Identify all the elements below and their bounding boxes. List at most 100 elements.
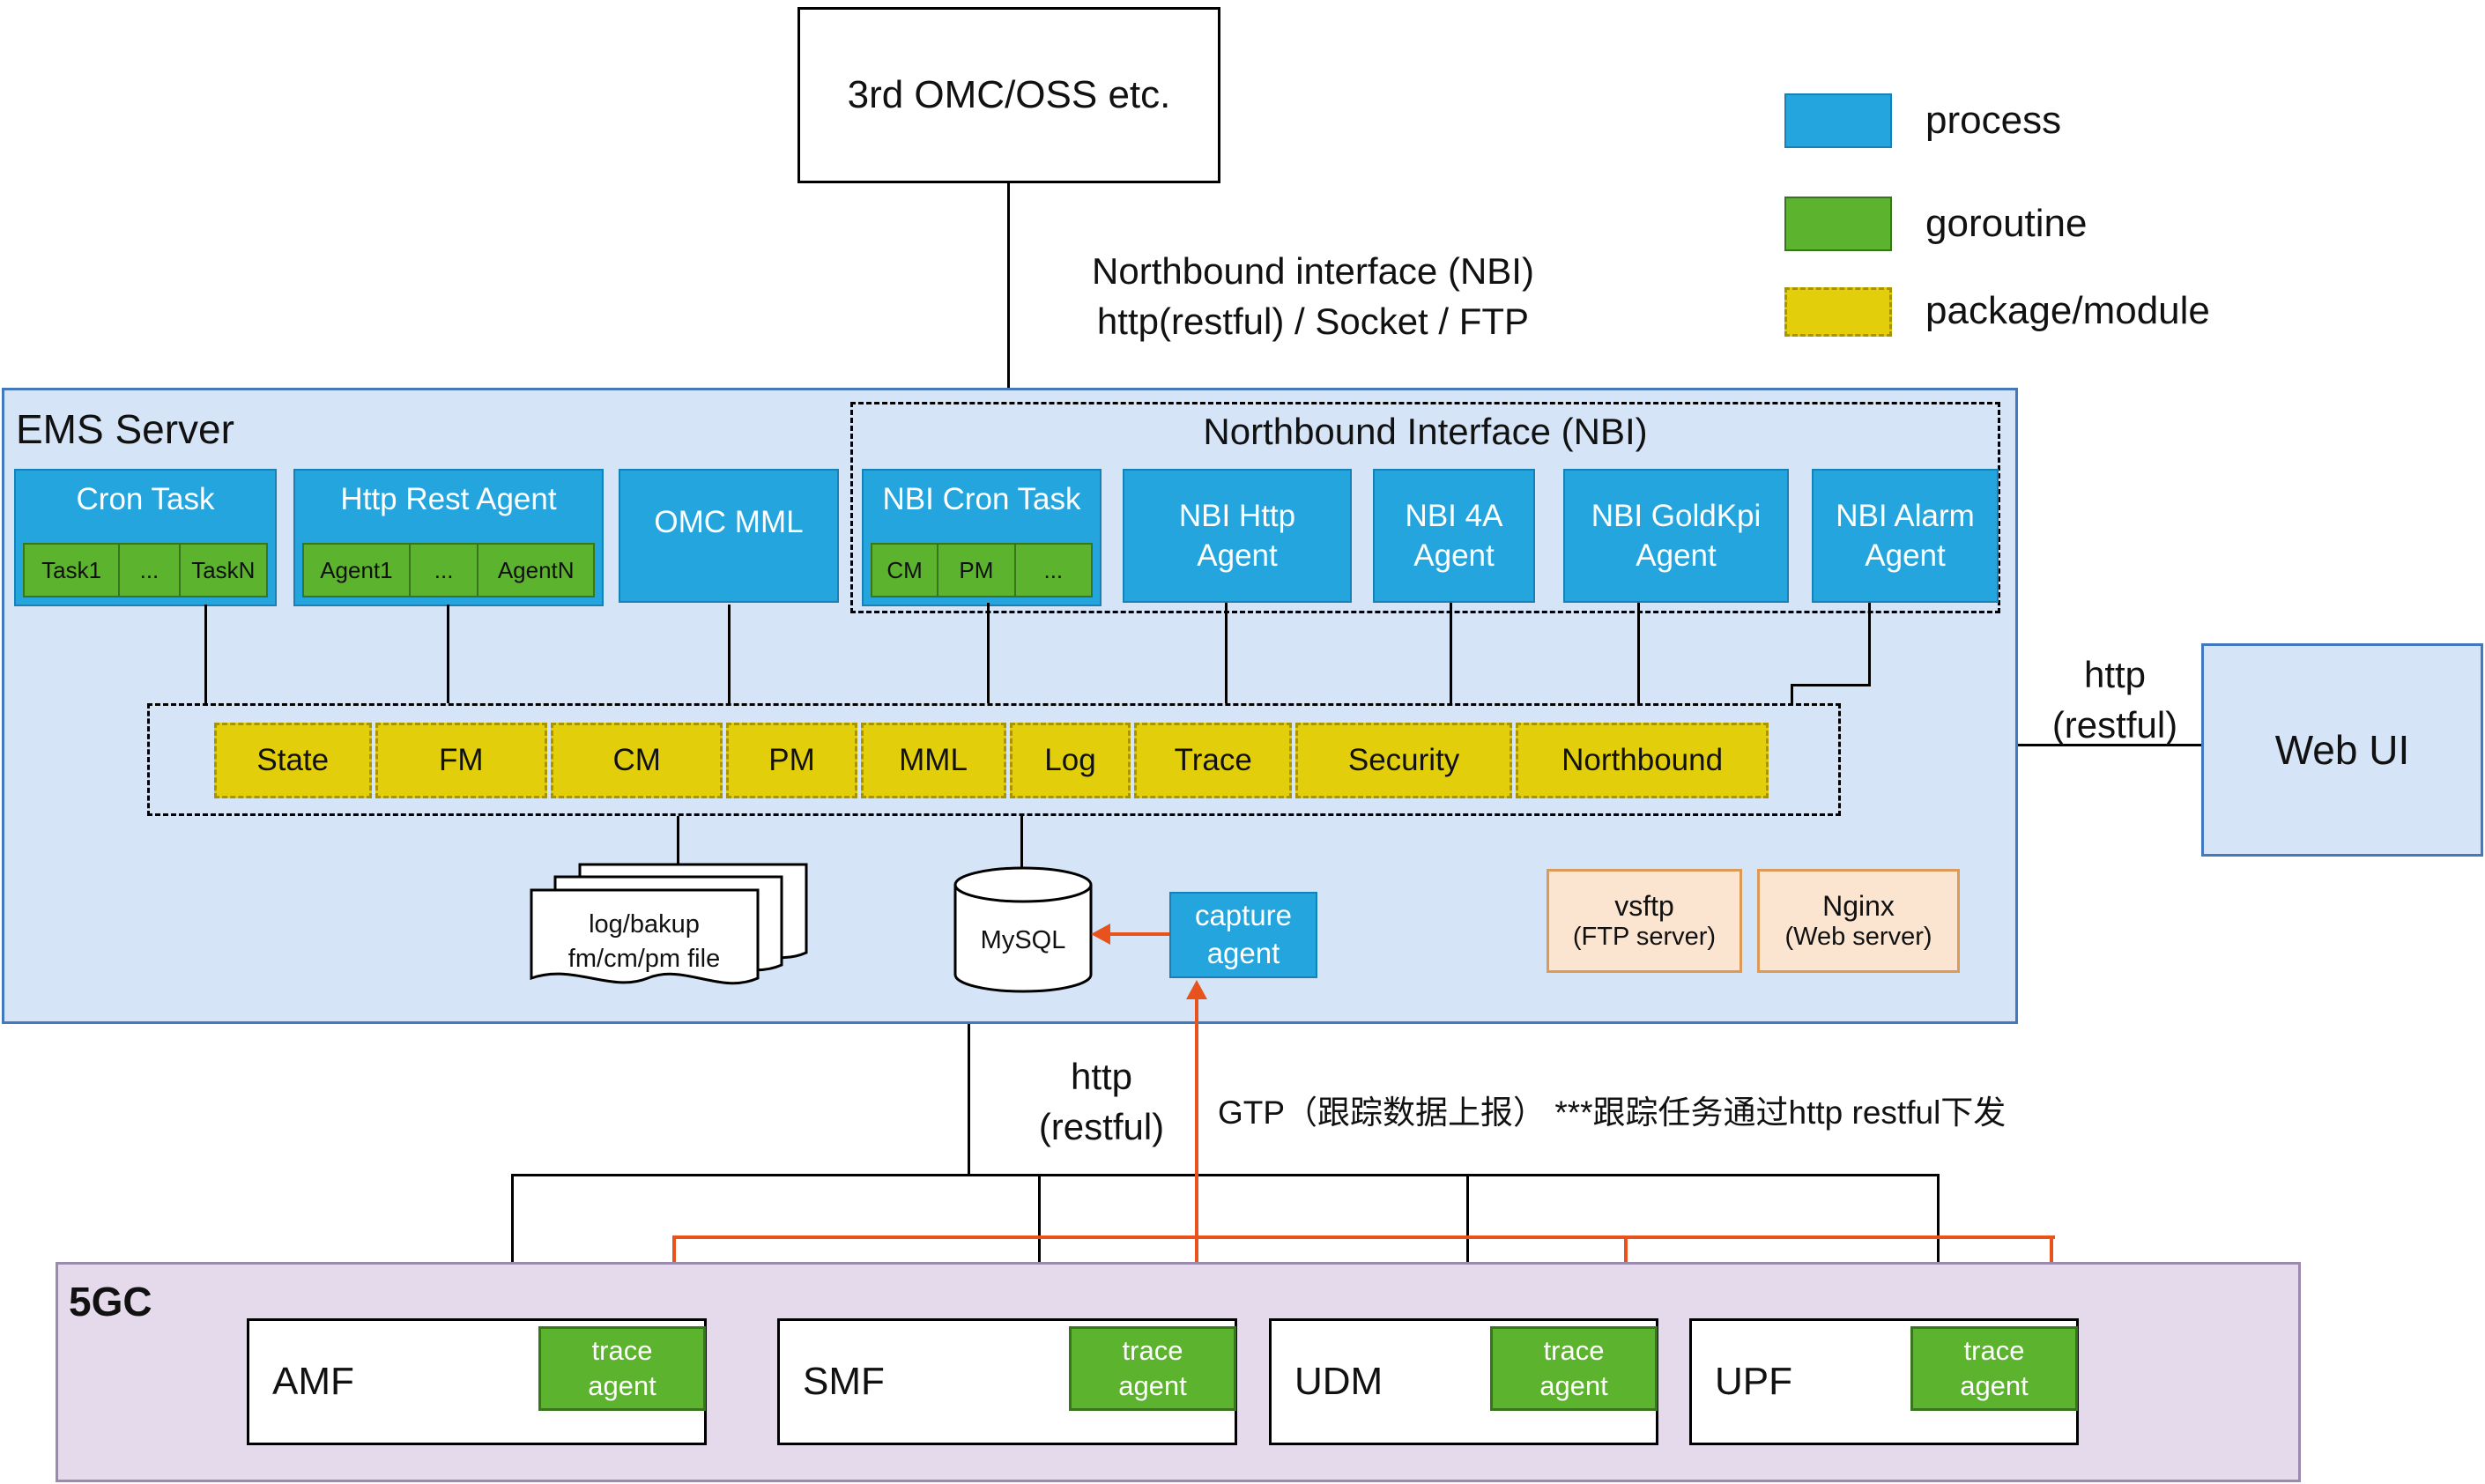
http-rest-agent-items: Agent1 ... AgentN: [302, 543, 595, 597]
nbi-cron-item: CM: [871, 543, 939, 597]
mysql-body: [953, 885, 1093, 993]
connector-nbi4a-modules: [1450, 603, 1452, 703]
nbi-goldkpi-agent-label: NBI GoldKpi Agent: [1591, 498, 1762, 574]
connector-bus-upf: [1937, 1174, 1940, 1320]
mysql-top: [953, 866, 1093, 903]
south-http-line1: http: [1070, 1056, 1133, 1097]
legend-process-label: process: [1925, 99, 2062, 142]
vsftp-name: vsftp: [1614, 890, 1674, 922]
vsftp-node: vsftp (FTP server): [1547, 869, 1742, 973]
capture-agent-line1: capture: [1194, 899, 1293, 932]
amf-label: AMF: [272, 1360, 354, 1403]
amf-node: AMF trace agent: [247, 1318, 707, 1445]
arrow-trace-to-capture-head: [1186, 980, 1207, 999]
module-state: State: [214, 723, 372, 798]
connector-nbialarm-seg2: [1791, 684, 1871, 686]
trace-agent-line1: trace: [591, 1335, 653, 1367]
trace-agent-line1: trace: [1963, 1335, 2025, 1367]
connector-bus-amf: [511, 1174, 514, 1320]
module-northbound: Northbound: [1516, 723, 1769, 798]
omc-oss-label: 3rd OMC/OSS etc.: [847, 73, 1171, 116]
core-5gc-title: 5GC: [69, 1279, 152, 1324]
udm-node: UDM trace agent: [1269, 1318, 1658, 1445]
nbi-link-label: Northbound interface (NBI) http(restful)…: [1044, 247, 1582, 346]
udm-trace-agent-node: trace agent: [1490, 1326, 1658, 1411]
south-http-label: http (restful): [996, 1052, 1207, 1152]
module-cm: CM: [550, 723, 723, 798]
upf-label: UPF: [1715, 1360, 1792, 1403]
nbi-4a-agent-node: NBI 4A Agent: [1373, 469, 1535, 603]
connector-nbialarm-seg3: [1791, 684, 1793, 705]
south-http-line2: (restful): [1038, 1105, 1165, 1147]
upf-node: UPF trace agent: [1689, 1318, 2079, 1445]
connector-modules-files: [677, 816, 679, 869]
nbi-alarm-agent-node: NBI Alarm Agent: [1812, 469, 1999, 603]
agent-item: ...: [408, 543, 479, 597]
connector-nbigoldkpi-modules: [1637, 603, 1640, 703]
vsftp-desc: (FTP server): [1572, 923, 1717, 951]
udm-label: UDM: [1294, 1360, 1383, 1403]
http-rest-agent-node: Http Rest Agent Agent1 ... AgentN: [293, 469, 604, 606]
log-backup-files-node: log/bakup fm/cm/pm file: [530, 863, 808, 985]
task-item: TaskN: [178, 543, 268, 597]
nbi-cron-task-items: CM PM ...: [871, 543, 1094, 597]
amf-trace-agent-node: trace agent: [538, 1326, 706, 1411]
web-ui-label: Web UI: [2274, 727, 2410, 773]
module-pm: PM: [726, 723, 857, 798]
nbi-alarm-agent-label: NBI Alarm Agent: [1836, 498, 1975, 574]
module-security: Security: [1295, 723, 1513, 798]
trace-agent-line2: agent: [1539, 1370, 1608, 1401]
connector-bus-udm: [1466, 1174, 1469, 1320]
connector-ems-south: [968, 1024, 970, 1176]
connector-nbialarm-seg1: [1868, 603, 1871, 686]
trace-agent-line1: trace: [1543, 1335, 1605, 1367]
smf-label: SMF: [803, 1360, 885, 1403]
module-log: Log: [1009, 723, 1131, 798]
nbi-link-line1: Northbound interface (NBI): [1092, 250, 1534, 292]
capture-agent-node: capture agent: [1169, 892, 1317, 978]
arrow-capture-to-mysql-line: [1109, 932, 1169, 936]
nbi-cron-item: PM: [937, 543, 1016, 597]
module-frame: [147, 703, 1841, 816]
agent-item: Agent1: [302, 543, 411, 597]
cron-task-label: Cron Task: [76, 482, 215, 516]
nbi-http-agent-node: NBI Http Agent: [1123, 469, 1352, 603]
trace-agent-line2: agent: [1118, 1370, 1187, 1401]
omc-oss-node: 3rd OMC/OSS etc.: [797, 7, 1220, 183]
nbi-http-agent-label: NBI Http Agent: [1178, 498, 1296, 574]
nbi-link-line2: http(restful) / Socket / FTP: [1096, 300, 1530, 342]
connector-ems-webui: [2018, 744, 2201, 746]
mysql-label: MySQL: [981, 926, 1066, 954]
nbi-cron-task-node: NBI Cron Task CM PM ...: [862, 469, 1102, 606]
files-label-line2: fm/cm/pm file: [568, 945, 720, 973]
module-mml: MML: [860, 723, 1006, 798]
module-row: State FM CM PM MML Log Trace Security No…: [214, 723, 1769, 798]
connector-nbihttp-modules: [1225, 603, 1228, 703]
trace-agent-line2: agent: [588, 1370, 656, 1401]
nbi-cron-task-label: NBI Cron Task: [882, 482, 1081, 516]
webui-http-label: http (restful): [2027, 650, 2203, 750]
nbi-goldkpi-agent-node: NBI GoldKpi Agent: [1563, 469, 1789, 603]
capture-agent-line2: agent: [1206, 937, 1280, 969]
nbi-4a-agent-label: NBI 4A Agent: [1405, 498, 1503, 574]
connector-modules-mysql: [1020, 816, 1023, 867]
file-page-front: [530, 888, 760, 985]
legend-goroutine-swatch: [1784, 197, 1892, 251]
cron-task-node: Cron Task Task1 ... TaskN: [14, 469, 277, 606]
nginx-name: Nginx: [1822, 890, 1895, 922]
legend-package-label: package/module: [1925, 289, 2210, 332]
legend-process-swatch: [1784, 93, 1892, 148]
gtp-label: GTP（跟踪数据上报） ***跟踪任务通过http restful下发: [1218, 1094, 2007, 1131]
nbi-frame-title: Northbound Interface (NBI): [1203, 411, 1648, 452]
trace-agent-line1: trace: [1122, 1335, 1183, 1367]
omc-mml-node: OMC MML: [619, 469, 839, 603]
connector-nbicron-modules: [987, 603, 990, 703]
nbi-frame: [850, 402, 2000, 613]
connector-omc-ems: [1007, 183, 1010, 398]
trace-agent-line2: agent: [1960, 1370, 2029, 1401]
module-fm: FM: [375, 723, 547, 798]
http-rest-agent-label: Http Rest Agent: [340, 482, 557, 516]
smf-node: SMF trace agent: [777, 1318, 1237, 1445]
nginx-desc: (Web server): [1784, 923, 1932, 951]
